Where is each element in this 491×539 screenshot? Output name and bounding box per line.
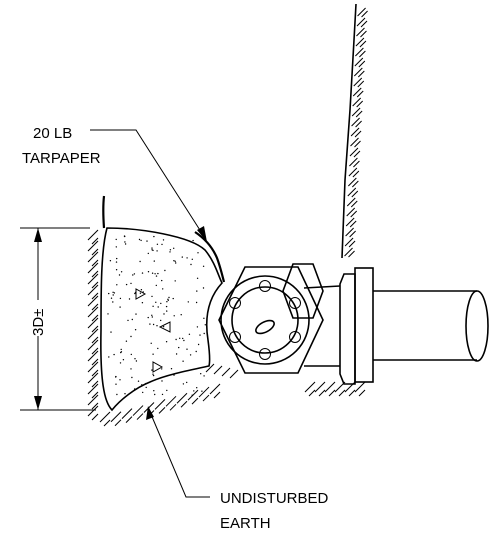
flange-bolts bbox=[229, 280, 301, 360]
pipe-fitting bbox=[218, 263, 341, 374]
concrete-stipple bbox=[107, 235, 206, 396]
earth-label-line1: UNDISTURBED bbox=[220, 490, 329, 507]
pipe-flange bbox=[339, 267, 374, 385]
tarpaper-sheet bbox=[102, 195, 226, 283]
tarpaper-label-line2: TARPAPER bbox=[22, 150, 101, 167]
undisturbed-earth-hatch bbox=[87, 229, 366, 427]
dimension-3d: 3D± bbox=[20, 227, 96, 411]
aggregate-triangles bbox=[135, 288, 171, 373]
pipe bbox=[373, 290, 489, 362]
trench-wall bbox=[341, 3, 368, 259]
earth-label-line2: EARTH bbox=[220, 515, 271, 532]
concrete-thrust-block bbox=[100, 227, 223, 412]
tarpaper-label-line1: 20 LB bbox=[33, 125, 72, 142]
leaders bbox=[90, 129, 210, 498]
dimension-label: 3D± bbox=[30, 309, 47, 336]
wall-earth-hatch bbox=[344, 7, 368, 258]
